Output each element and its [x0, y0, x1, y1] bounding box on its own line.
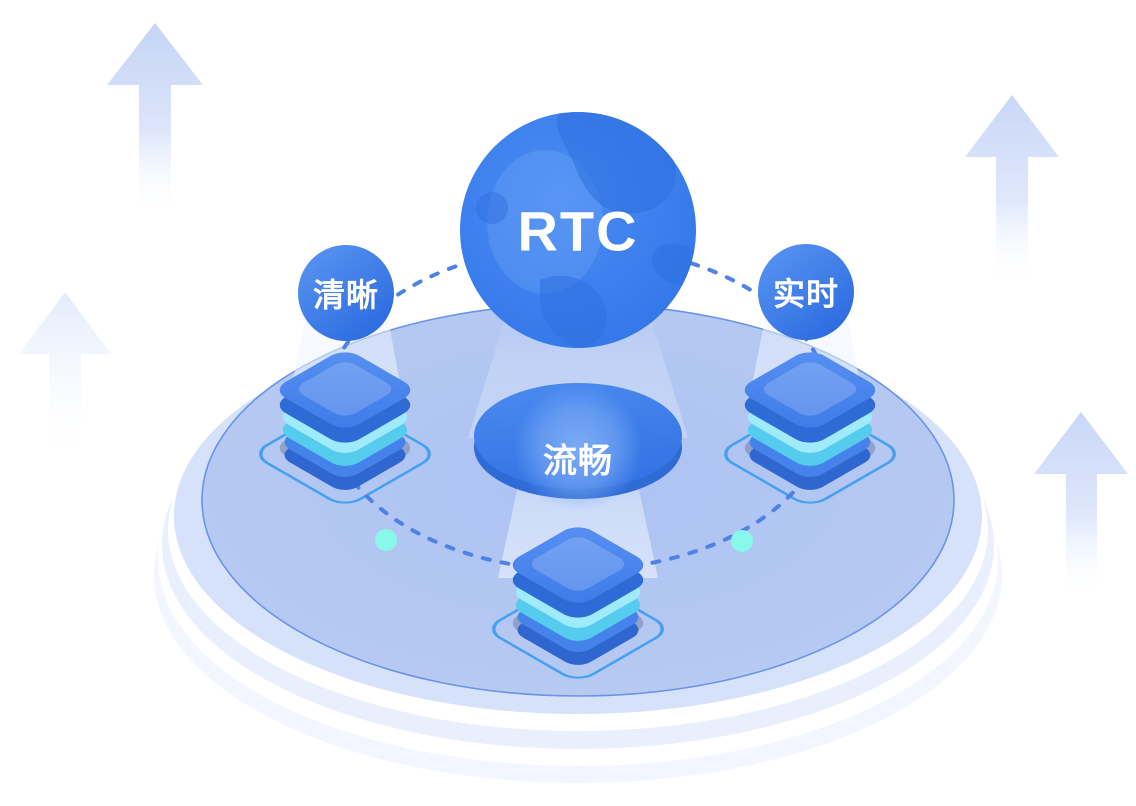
arrow-up-icon: [107, 23, 203, 218]
layered-chip-icon: [744, 352, 876, 490]
badge-circle-left: [298, 245, 394, 341]
orbit-node-dot: [731, 530, 753, 552]
center-glow: [514, 384, 642, 512]
center-label-smooth: 流畅: [543, 442, 613, 481]
globe-title: RTC: [517, 199, 639, 263]
badge-label-clarity: 清晰: [312, 277, 380, 313]
orbit-node-dot: [375, 529, 397, 551]
arrow-up-icon: [1034, 412, 1128, 602]
layered-chip-icon: [512, 527, 644, 665]
layered-chip-icon: [279, 352, 411, 490]
arrow-up-icon: [19, 292, 111, 470]
arrow-up-icon: [965, 95, 1059, 287]
badge-label-realtime: 实时: [772, 276, 840, 312]
badge-circle-right: [758, 244, 854, 340]
center-cylinder: [474, 383, 682, 512]
